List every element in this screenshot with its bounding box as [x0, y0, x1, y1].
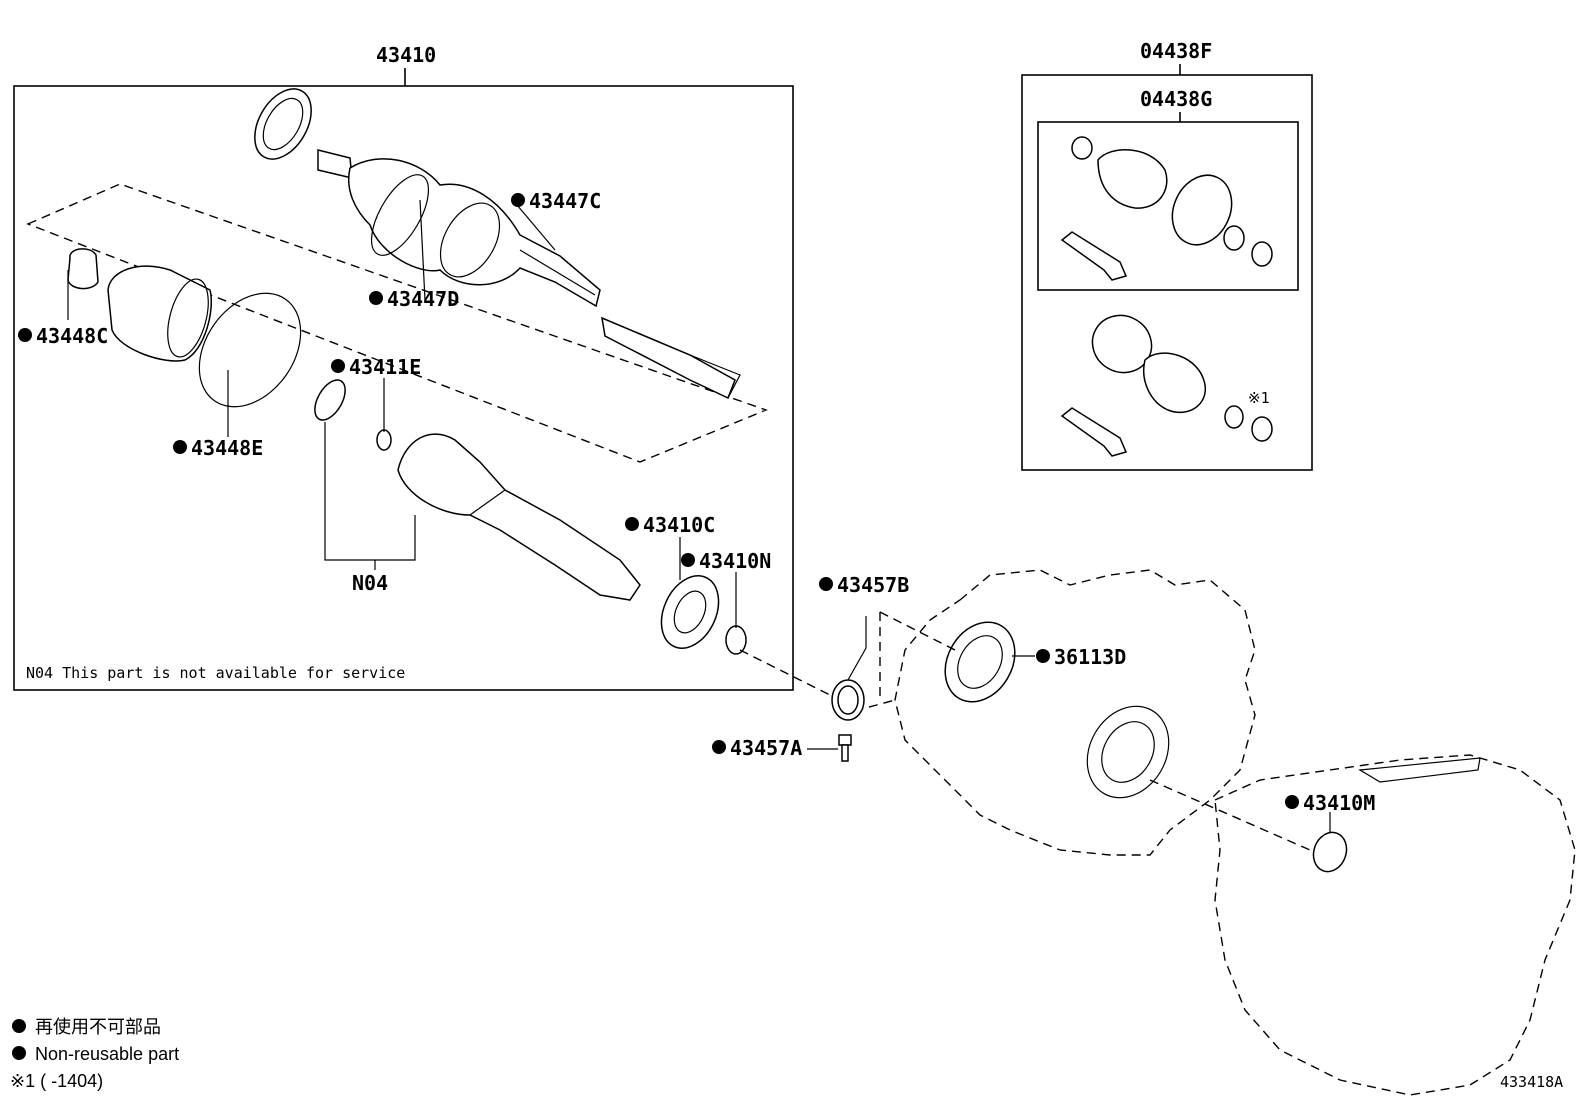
kit-outer-label[interactable]: 04438F	[1140, 39, 1212, 63]
kit-inner-frame	[1037, 121, 1299, 291]
kit-outer-frame	[1021, 74, 1313, 471]
kit-outer-parts[interactable]: ※1	[1060, 305, 1273, 457]
label-43457a[interactable]: 43457A	[730, 736, 802, 760]
inboard-joint[interactable]	[309, 375, 641, 601]
label-43447c[interactable]: 43447C	[529, 189, 601, 213]
drive-shaft-upper[interactable]	[243, 79, 741, 400]
bearing-43410c[interactable]	[650, 567, 747, 658]
transmission-housing	[894, 569, 1576, 1096]
oil-seal-36113d[interactable]	[931, 610, 1028, 715]
assembly-frame	[13, 85, 794, 691]
inner-boot[interactable]	[67, 248, 322, 426]
kit-mark: ※1	[1248, 389, 1270, 407]
label-43448c[interactable]: 43448C	[36, 324, 108, 348]
assembly-43410-group: 43410 N04 This part is not available for…	[13, 43, 794, 691]
label-43410m[interactable]: 43410M	[1303, 791, 1375, 815]
note-n04: N04 This part is not available for servi…	[26, 664, 405, 682]
circlip-43457b[interactable]	[831, 679, 865, 721]
boot-kit-dashed-outline	[26, 183, 768, 463]
label-36113d[interactable]: 36113D	[1054, 645, 1126, 669]
label-43457b[interactable]: 43457B	[837, 573, 909, 597]
bolt-43457a[interactable]	[838, 734, 852, 762]
kit-04438f-group: 04438F 04438G ※1	[1021, 39, 1313, 471]
label-43411e[interactable]: 43411E	[349, 355, 421, 379]
label-43410n[interactable]: 43410N	[699, 549, 771, 573]
assembly-label[interactable]: 43410	[376, 43, 436, 67]
legend-en: Non-reusable part	[35, 1044, 179, 1064]
label-43447d[interactable]: 43447D	[387, 287, 459, 311]
seal-43410m[interactable]	[1308, 828, 1352, 877]
kit-inner-parts[interactable]	[1060, 136, 1273, 281]
legend-footnote: ※1 ( -1404)	[10, 1071, 103, 1091]
label-43448e[interactable]: 43448E	[191, 436, 263, 460]
label-43410c[interactable]: 43410C	[643, 513, 715, 537]
legend-jp: 再使用不可部品	[35, 1017, 161, 1037]
legend: 再使用不可部品 Non-reusable part ※1 ( -1404)	[10, 1017, 179, 1091]
diagram-id: 433418A	[1500, 1073, 1563, 1091]
label-n04[interactable]: N04	[352, 571, 388, 595]
kit-inner-label[interactable]: 04438G	[1140, 87, 1212, 111]
